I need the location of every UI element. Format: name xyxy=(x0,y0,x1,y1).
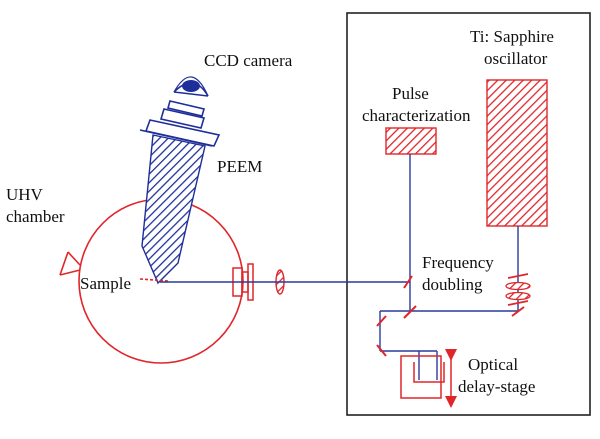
label-peem: PEEM xyxy=(217,157,262,176)
frequency-doubling-optics xyxy=(505,273,531,306)
ccd-camera-icon xyxy=(173,76,209,97)
sample-mark xyxy=(139,278,169,282)
beam-path xyxy=(160,154,519,380)
ti-sapphire-oscillator xyxy=(486,79,548,227)
label-pulse-line2: characterization xyxy=(362,106,471,125)
label-ccd-camera: CCD camera xyxy=(204,51,293,70)
label-optical-line1: Optical xyxy=(468,355,518,374)
steering-mirrors xyxy=(376,275,525,357)
label-pulse-line1: Pulse xyxy=(392,84,429,103)
label-ti-line1: Ti: Sapphire xyxy=(470,27,554,46)
label-ti-line2: oscillator xyxy=(484,49,548,68)
chamber-viewport xyxy=(59,251,81,276)
laser-enclosure-frame xyxy=(346,12,591,416)
label-freq-line1: Frequency xyxy=(422,253,494,272)
label-uhv-line1: UHV xyxy=(6,185,44,204)
peem-column xyxy=(139,100,221,285)
pulse-characterization-box xyxy=(385,127,437,155)
label-freq-line2: doubling xyxy=(422,275,483,294)
label-uhv-line2: chamber xyxy=(6,207,65,226)
label-sample: Sample xyxy=(80,274,131,293)
optical-delay-stage xyxy=(400,349,457,408)
label-optical-line2: delay-stage xyxy=(458,377,535,396)
